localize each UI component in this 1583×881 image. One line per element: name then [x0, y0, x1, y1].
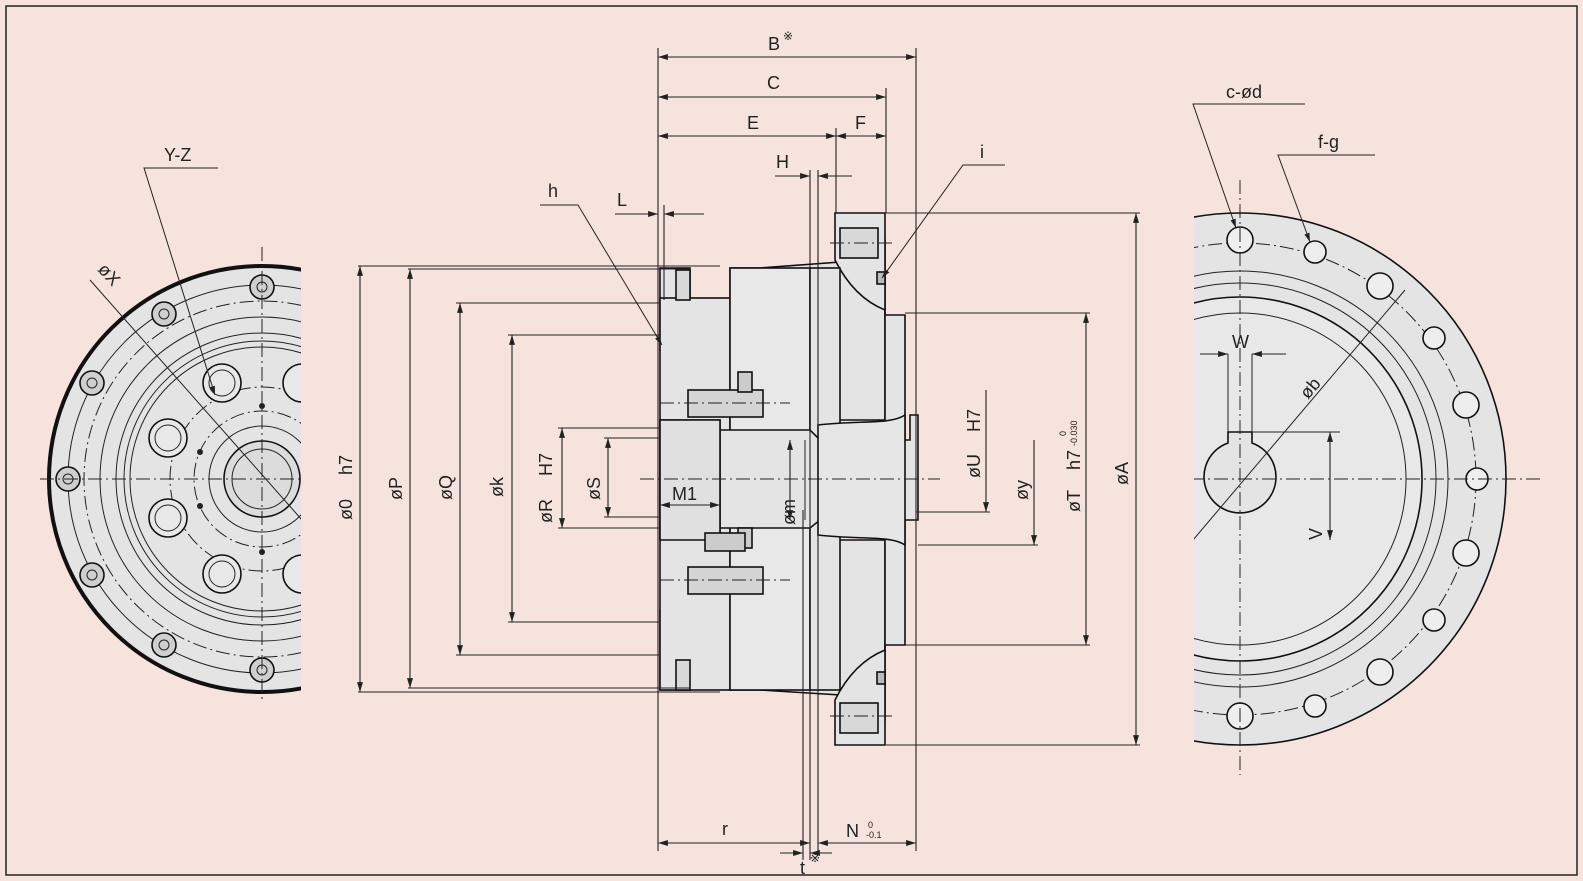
label-phiy: øy [1012, 480, 1032, 500]
label-phiA: øA [1112, 462, 1132, 485]
diameter-dims-right [886, 212, 1140, 746]
label-t: t [800, 858, 805, 878]
label-M1: M1 [672, 484, 697, 504]
label-phiT-lower: -0.030 [1069, 420, 1079, 446]
frame-border [5, 5, 1578, 876]
label-phiS: øS [584, 477, 604, 500]
label-phi0: ø0 [336, 499, 356, 520]
label-H: H [776, 152, 789, 172]
label-f-g: f-g [1318, 132, 1339, 152]
label-N-lower: -0.1 [866, 830, 882, 840]
section-view [640, 212, 940, 746]
label-W: W [1232, 332, 1249, 352]
label-N: N [846, 821, 859, 841]
mounting-hole-icon [1226, 226, 1489, 730]
label-c-phid: c-ød [1226, 82, 1262, 102]
label-phiX: øX [94, 259, 124, 289]
label-phiP: øP [386, 477, 406, 500]
label-Y-Z: Y-Z [164, 145, 191, 165]
label-phiT-tol: h7 [1064, 450, 1084, 470]
label-phi0-tol: h7 [336, 455, 356, 475]
label-F: F [855, 113, 866, 133]
label-phiT-upper: 0 [1058, 431, 1068, 436]
label-phiR-tol: H7 [536, 453, 556, 476]
label-phiU: øU [964, 454, 984, 478]
label-phiR: øR [536, 499, 556, 523]
tapped-hole-icon [148, 363, 302, 594]
label-t-mark: ※ [810, 851, 820, 865]
extension-lines [657, 48, 917, 860]
label-N-upper: 0 [868, 820, 873, 830]
label-phiU-tol: H7 [964, 409, 984, 432]
label-V: V [1306, 528, 1326, 540]
diameter-dims-left [357, 265, 793, 693]
label-phiT: øT [1064, 490, 1084, 512]
left-end-view [40, 247, 302, 700]
label-B-mark: ※ [783, 29, 793, 43]
label-r: r [722, 819, 728, 839]
label-phik: øk [487, 476, 507, 497]
label-E: E [747, 113, 759, 133]
label-B: B [768, 34, 780, 54]
label-L: L [617, 190, 627, 210]
label-h: h [548, 181, 558, 201]
label-phiQ: øQ [436, 475, 456, 500]
right-end-view [1193, 180, 1540, 775]
label-C: C [767, 73, 780, 93]
label-i: i [980, 142, 984, 162]
label-phim: øm [779, 499, 799, 525]
